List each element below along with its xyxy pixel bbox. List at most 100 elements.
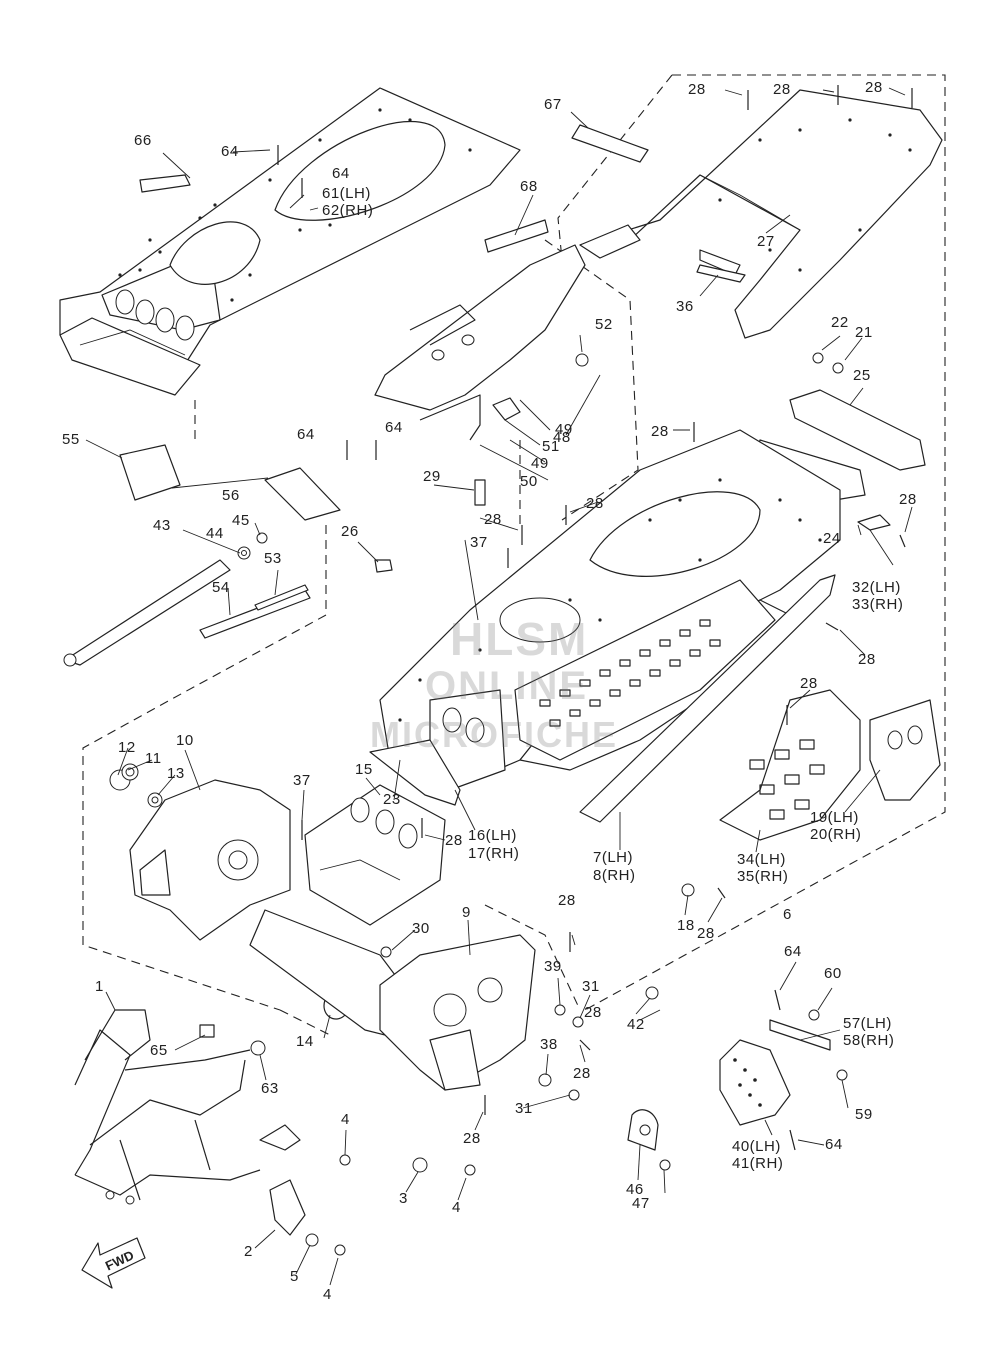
callout-41: 41(RH) xyxy=(732,1155,784,1172)
callout-25: 25 xyxy=(853,367,871,384)
bolts xyxy=(199,352,848,1256)
decals xyxy=(139,124,649,253)
callout-33: 33(RH) xyxy=(852,596,904,613)
callout-18: 18 xyxy=(677,917,695,934)
callout-4b: 4 xyxy=(452,1199,461,1216)
callout-59: 59 xyxy=(855,1106,873,1123)
strut-43 xyxy=(63,559,231,667)
assembly-boundaries xyxy=(82,74,946,1036)
callout-28k: 28 xyxy=(558,892,576,909)
callout-23: 23 xyxy=(383,791,401,808)
callout-52: 52 xyxy=(595,316,613,333)
callout-27: 27 xyxy=(757,233,775,250)
callout-3: 3 xyxy=(399,1190,408,1207)
callout-4c: 4 xyxy=(323,1286,332,1303)
callout-28d: 28 xyxy=(651,423,669,440)
callout-64a: 64 xyxy=(221,143,239,160)
callout-39: 39 xyxy=(544,958,562,975)
callout-48: 48 xyxy=(553,429,571,446)
upper-right-rail-27 xyxy=(579,89,943,339)
callout-60: 60 xyxy=(824,965,842,982)
callout-64d: 64 xyxy=(385,419,403,436)
rear-bracket-40 xyxy=(719,1019,831,1126)
callout-53: 53 xyxy=(264,550,282,567)
callout-28i: 28 xyxy=(800,675,818,692)
callout-38: 38 xyxy=(540,1036,558,1053)
bracket-16 xyxy=(369,739,461,806)
middle-bracket-48 xyxy=(374,244,586,441)
callout-65: 65 xyxy=(150,1042,168,1059)
callout-58: 58(RH) xyxy=(843,1032,895,1049)
callout-57: 57(LH) xyxy=(843,1015,892,1032)
callout-28a: 28 xyxy=(688,81,706,98)
callout-8: 8(RH) xyxy=(593,867,636,884)
callout-31a: 31 xyxy=(582,978,600,995)
callout-28c: 28 xyxy=(865,79,883,96)
fwd-arrow-icon: FWD xyxy=(81,1237,146,1289)
callout-63: 63 xyxy=(261,1080,279,1097)
callout-28f: 28 xyxy=(484,511,502,528)
main-tunnel-6 xyxy=(379,429,841,791)
front-frame-1 xyxy=(74,1009,301,1205)
callout-64f: 64 xyxy=(825,1136,843,1153)
front-panel-15 xyxy=(304,784,446,926)
plate-55 xyxy=(119,444,181,501)
plate-36 xyxy=(696,264,746,283)
callout-28j: 28 xyxy=(445,832,463,849)
callout-20: 20(RH) xyxy=(810,826,862,843)
callout-14: 14 xyxy=(296,1033,314,1050)
callout-49a: 49 xyxy=(555,421,573,438)
callout-26: 26 xyxy=(341,523,359,540)
callout-43: 43 xyxy=(153,517,171,534)
callout-28h: 28 xyxy=(858,651,876,668)
strips-53-54-56 xyxy=(199,467,341,639)
bracket-46 xyxy=(627,1109,659,1151)
callout-45: 45 xyxy=(232,512,250,529)
callout-44: 44 xyxy=(206,525,224,542)
callout-61: 61(LH) xyxy=(322,185,371,202)
side-panel-19 xyxy=(869,699,941,801)
callout-64c: 64 xyxy=(297,426,315,443)
callout-21: 21 xyxy=(855,324,873,341)
callout-5: 5 xyxy=(290,1268,299,1285)
callout-11: 11 xyxy=(145,750,162,767)
callout-7: 7(LH) xyxy=(593,849,634,866)
bulkhead-9 xyxy=(379,934,536,1091)
callout-24: 24 xyxy=(823,530,841,547)
callout-56: 56 xyxy=(222,487,240,504)
callout-64e: 64 xyxy=(784,943,802,960)
callout-36: 36 xyxy=(676,298,694,315)
rear-panel-66 xyxy=(59,87,521,396)
callout-54: 54 xyxy=(212,579,230,596)
callout-67: 67 xyxy=(544,96,562,113)
rivets xyxy=(277,85,913,1151)
bulkhead-10 xyxy=(129,779,291,941)
callout-51: 51 xyxy=(542,438,560,455)
callout-37b: 37 xyxy=(293,772,311,789)
running-board-strip-7 xyxy=(579,574,836,823)
watermark-line-1: HLSM xyxy=(450,613,589,665)
cooler-14 xyxy=(249,909,396,1036)
callout-22: 22 xyxy=(831,314,849,331)
bracket-2 xyxy=(269,1179,306,1236)
callout-2: 2 xyxy=(244,1243,253,1260)
callout-42: 42 xyxy=(627,1016,645,1033)
callout-37a: 37 xyxy=(470,534,488,551)
watermark-line-3: MICROFICHE xyxy=(370,714,618,755)
callout-28m: 28 xyxy=(573,1065,591,1082)
watermark-line-2: ONLINE xyxy=(425,664,589,708)
leader-lines xyxy=(85,87,913,1286)
callout-9: 9 xyxy=(462,904,471,921)
callout-64b: 64 xyxy=(332,165,350,182)
callout-13: 13 xyxy=(167,765,185,782)
callout-50: 50 xyxy=(520,473,538,490)
callout-17: 17(RH) xyxy=(468,845,520,862)
callout-28g: 28 xyxy=(899,491,917,508)
callout-30: 30 xyxy=(412,920,430,937)
callout-46: 46 xyxy=(626,1181,644,1198)
callout-4a: 4 xyxy=(341,1111,350,1128)
callout-47: 47 xyxy=(632,1195,650,1212)
callout-68: 68 xyxy=(520,178,538,195)
callout-49b: 49 xyxy=(531,455,549,472)
